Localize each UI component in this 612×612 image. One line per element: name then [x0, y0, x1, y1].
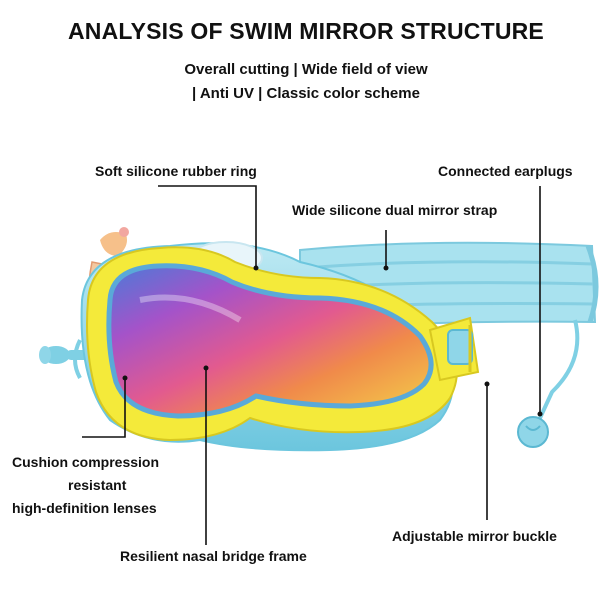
callout-dots [122, 265, 543, 417]
callout-lines [82, 185, 541, 545]
subtitle-line-1: Overall cutting | Wide field of view [184, 61, 428, 78]
callout-nasal: Resilient nasal bridge frame [120, 548, 307, 564]
callout-cushion-1: Cushion compression [12, 454, 160, 470]
leader-soft-ring [158, 185, 257, 268]
callout-strap: Wide silicone dual mirror strap [292, 202, 498, 218]
side-buckle [428, 316, 480, 382]
callout-soft-ring: Soft silicone rubber ring [95, 163, 257, 179]
callout-buckle: Adjustable mirror buckle [392, 528, 557, 544]
page-title: ANALYSIS OF SWIM MIRROR STRUCTURE [68, 18, 544, 44]
subtitle-line-2: | Anti UV | Classic color scheme [192, 85, 420, 102]
callout-cushion-3: high-definition lenses [12, 500, 157, 516]
right-earplug [517, 319, 580, 448]
leader-cushion [82, 378, 126, 438]
lens [106, 263, 434, 419]
callout-earplugs: Connected earplugs [438, 163, 573, 179]
callout-cushion-2: resistant [68, 477, 127, 493]
